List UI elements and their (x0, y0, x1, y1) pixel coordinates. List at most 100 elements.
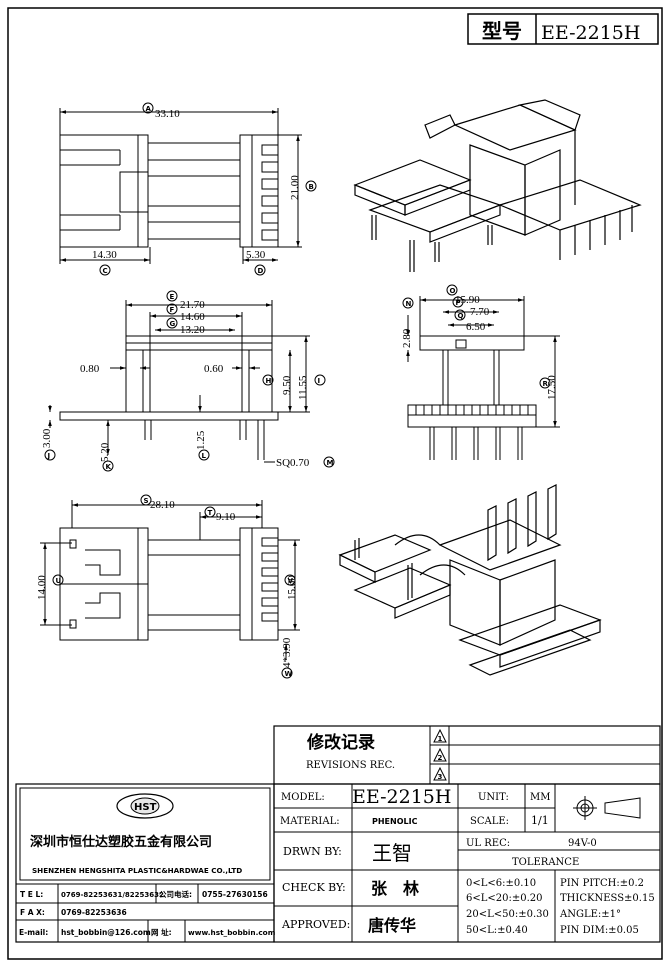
company-name-en: SHENZHEN HENGSHITA PLASTIC&HARDWAE CO.,L… (32, 866, 242, 875)
revision-3: 3 (433, 766, 447, 781)
marker-n: N (402, 297, 414, 309)
marker-i: I (314, 374, 326, 386)
tb-scale-value: 1/1 (531, 814, 549, 827)
svg-text:2: 2 (438, 754, 443, 762)
dim-060: 0.60 (204, 363, 224, 375)
dim-n: 2.80 (401, 328, 413, 348)
svg-text:Q: Q (458, 312, 464, 320)
svg-text:3: 3 (438, 773, 443, 781)
dim-q: 6.50 (466, 321, 486, 333)
email-label: E-mail: (19, 928, 48, 937)
tb-check-value: 张 林 (371, 879, 419, 898)
tb-model-label: MODEL: (281, 792, 325, 803)
tol-4: 50<L:±0.40 (466, 925, 528, 936)
revision-2: 2 (433, 747, 447, 762)
svg-text:J: J (47, 452, 51, 460)
dim-s: 28.10 (150, 499, 175, 511)
revision-1: 1 (433, 728, 447, 743)
svg-text:M: M (327, 459, 334, 467)
dim-u: 14.00 (36, 575, 48, 600)
svg-text:U: U (56, 577, 62, 585)
marker-s: S (140, 494, 152, 506)
tol2-2: THICKNESS±0.15 (560, 893, 655, 904)
fax-value: 0769-82253636 (61, 908, 127, 917)
svg-text:1: 1 (438, 735, 443, 743)
tb-drawn-value: 王智 (372, 841, 412, 865)
tb-check-label: CHECK BY: (282, 881, 346, 894)
view-side: 15.90 7.70 6.50 2.80 17.50 N O P Q R (401, 284, 560, 460)
dim-f: 14.60 (180, 311, 205, 323)
tb-tolerance-label: TOLERANCE (512, 857, 579, 868)
tol-1: 0<L<6:±0.10 (466, 878, 536, 889)
sheet-border (7, 7, 663, 960)
svg-text:HST: HST (134, 802, 157, 813)
svg-text:H: H (266, 377, 272, 385)
svg-text:K: K (106, 463, 112, 471)
dim-d: 5.30 (246, 249, 266, 261)
tol-3: 20<L<50:±0.30 (466, 909, 549, 920)
svg-text:V: V (288, 577, 294, 585)
svg-text:T: T (208, 509, 213, 517)
marker-l: L (198, 449, 210, 461)
email-value: hst_bobbin@126.com (61, 928, 151, 937)
model-header: 型号 EE-2215H (467, 13, 659, 45)
tb-approved-value: 唐传华 (368, 916, 416, 935)
marker-k: K (102, 460, 114, 472)
svg-text:L: L (202, 452, 207, 460)
tb-ul-label: UL REC: (466, 838, 510, 849)
dim-g: 13.20 (180, 324, 205, 336)
tb-ul-value: 94V-0 (568, 838, 597, 849)
web-label: 网 址: (151, 927, 172, 937)
marker-q: Q (454, 309, 466, 321)
marker-m: M (323, 456, 335, 468)
svg-text:S: S (144, 497, 149, 505)
hst-logo: HST (116, 793, 174, 819)
company-name-cn: 深圳市恒仕达塑胶五金有限公司 (30, 834, 212, 850)
web-value: www.hst_bobbin.com (188, 928, 276, 937)
view-bottom-plan: 28.10 9.10 14.00 15.60 4*3.90 S T U V W (36, 494, 300, 679)
dim-c: 14.30 (92, 249, 117, 261)
svg-text:B: B (309, 183, 314, 191)
tol-2: 6<L<20:±0.20 (466, 893, 543, 904)
dim-e: 21.70 (180, 299, 205, 311)
dim-k: 5.20 (99, 442, 111, 462)
svg-text:I: I (318, 377, 321, 385)
marker-t: T (204, 506, 216, 518)
tol2-1: PIN PITCH:±0.2 (560, 878, 644, 889)
dim-w: 4*3.90 (281, 637, 293, 668)
svg-text:C: C (103, 267, 108, 275)
marker-b: B (305, 180, 317, 192)
revisions-subtitle: REVISIONS REC. (306, 760, 395, 771)
dim-i: 11.55 (297, 375, 309, 400)
tol2-3: ANGLE:±1° (559, 909, 621, 920)
tel-value: 0769-82253631/82253632 (61, 891, 164, 899)
tb-material-value: PHENOLIC (372, 817, 418, 826)
dim-o: 15.90 (455, 294, 480, 306)
marker-u: U (52, 574, 64, 586)
title-block: MODEL: EE-2215H MATERIAL: PHENOLIC DRWN … (273, 783, 661, 943)
company-block: HST 深圳市恒仕达塑胶五金有限公司 SHENZHEN HENGSHITA PL… (15, 783, 276, 943)
revisions-title: 修改记录 (306, 732, 375, 753)
svg-text:F: F (170, 306, 175, 314)
tb-approved-label: APPROVED: (281, 918, 350, 931)
svg-text:P: P (456, 299, 461, 307)
marker-c: C (99, 264, 111, 276)
dim-l: 1.25 (195, 430, 207, 450)
dim-t: 9.10 (216, 511, 236, 523)
view-iso-lower (338, 484, 602, 676)
marker-v: V (284, 574, 296, 586)
dim-b: 21.00 (289, 175, 301, 200)
marker-o: O (446, 284, 458, 296)
tb-unit-value: MM (530, 792, 550, 803)
tel-label: T E L: (20, 890, 43, 899)
model-value: EE-2215H (541, 22, 640, 44)
revisions-block: 修改记录 REVISIONS REC. 1 2 3 (273, 725, 661, 785)
dim-m: SQ0.70 (276, 457, 310, 469)
fax-label: F A X: (20, 908, 45, 917)
tol2-4: PIN DIM:±0.05 (560, 925, 639, 936)
marker-d: D (254, 264, 266, 276)
marker-w: W (281, 667, 293, 679)
tb-model-value: EE-2215H (352, 786, 451, 808)
svg-text:A: A (146, 105, 152, 113)
svg-text:G: G (170, 320, 176, 328)
